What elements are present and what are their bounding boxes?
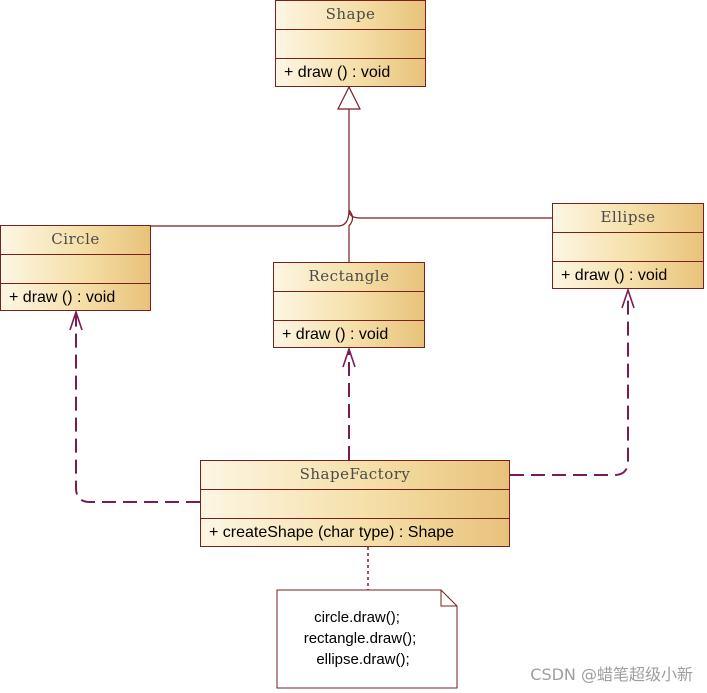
inheritance-line-circle bbox=[151, 209, 350, 227]
class-name: Circle bbox=[1, 226, 150, 255]
inheritance-line-ellipse bbox=[348, 209, 552, 219]
class-rectangle[interactable]: Rectangle + draw () : void bbox=[273, 262, 425, 348]
class-ellipse[interactable]: Ellipse + draw () : void bbox=[552, 203, 704, 289]
dependency-arrowhead-rectangle bbox=[342, 346, 356, 368]
note-line: rectangle.draw(); bbox=[303, 630, 417, 647]
generalization-arrowhead bbox=[337, 85, 361, 110]
class-circle[interactable]: Circle + draw () : void bbox=[0, 225, 151, 311]
attributes-compartment bbox=[276, 30, 425, 59]
inheritance-line-rectangle bbox=[348, 209, 354, 262]
note-text: circle.draw(); rectangle.draw(); ellipse… bbox=[280, 607, 440, 670]
attributes-compartment bbox=[274, 292, 424, 321]
note-fold bbox=[440, 590, 457, 607]
class-shape[interactable]: Shape + draw () : void bbox=[275, 0, 426, 87]
note-box bbox=[276, 589, 458, 689]
operation: + draw () : void bbox=[9, 289, 116, 306]
class-name: Shape bbox=[276, 1, 425, 30]
attributes-compartment bbox=[201, 490, 509, 519]
operation: + draw () : void bbox=[284, 64, 391, 81]
class-shapefactory[interactable]: ShapeFactory + createShape (char type) :… bbox=[200, 460, 510, 547]
operation: + draw () : void bbox=[282, 326, 389, 343]
watermark: CSDN @蜡笔超级小新 bbox=[530, 665, 693, 684]
dependency-arrowhead-ellipse bbox=[621, 287, 635, 309]
operation: + createShape (char type) : Shape bbox=[209, 524, 455, 541]
attributes-compartment bbox=[553, 233, 703, 262]
class-name: Ellipse bbox=[553, 204, 703, 233]
note-line: ellipse.draw(); bbox=[316, 651, 410, 668]
dependency-line-circle bbox=[75, 315, 200, 503]
dependency-arrowhead-circle bbox=[69, 309, 83, 331]
class-name: Rectangle bbox=[274, 263, 424, 292]
note-line: circle.draw(); bbox=[314, 609, 400, 626]
class-name: ShapeFactory bbox=[201, 461, 509, 490]
dependency-line-ellipse bbox=[510, 295, 629, 476]
operation: + draw () : void bbox=[561, 267, 668, 284]
attributes-compartment bbox=[1, 255, 150, 284]
